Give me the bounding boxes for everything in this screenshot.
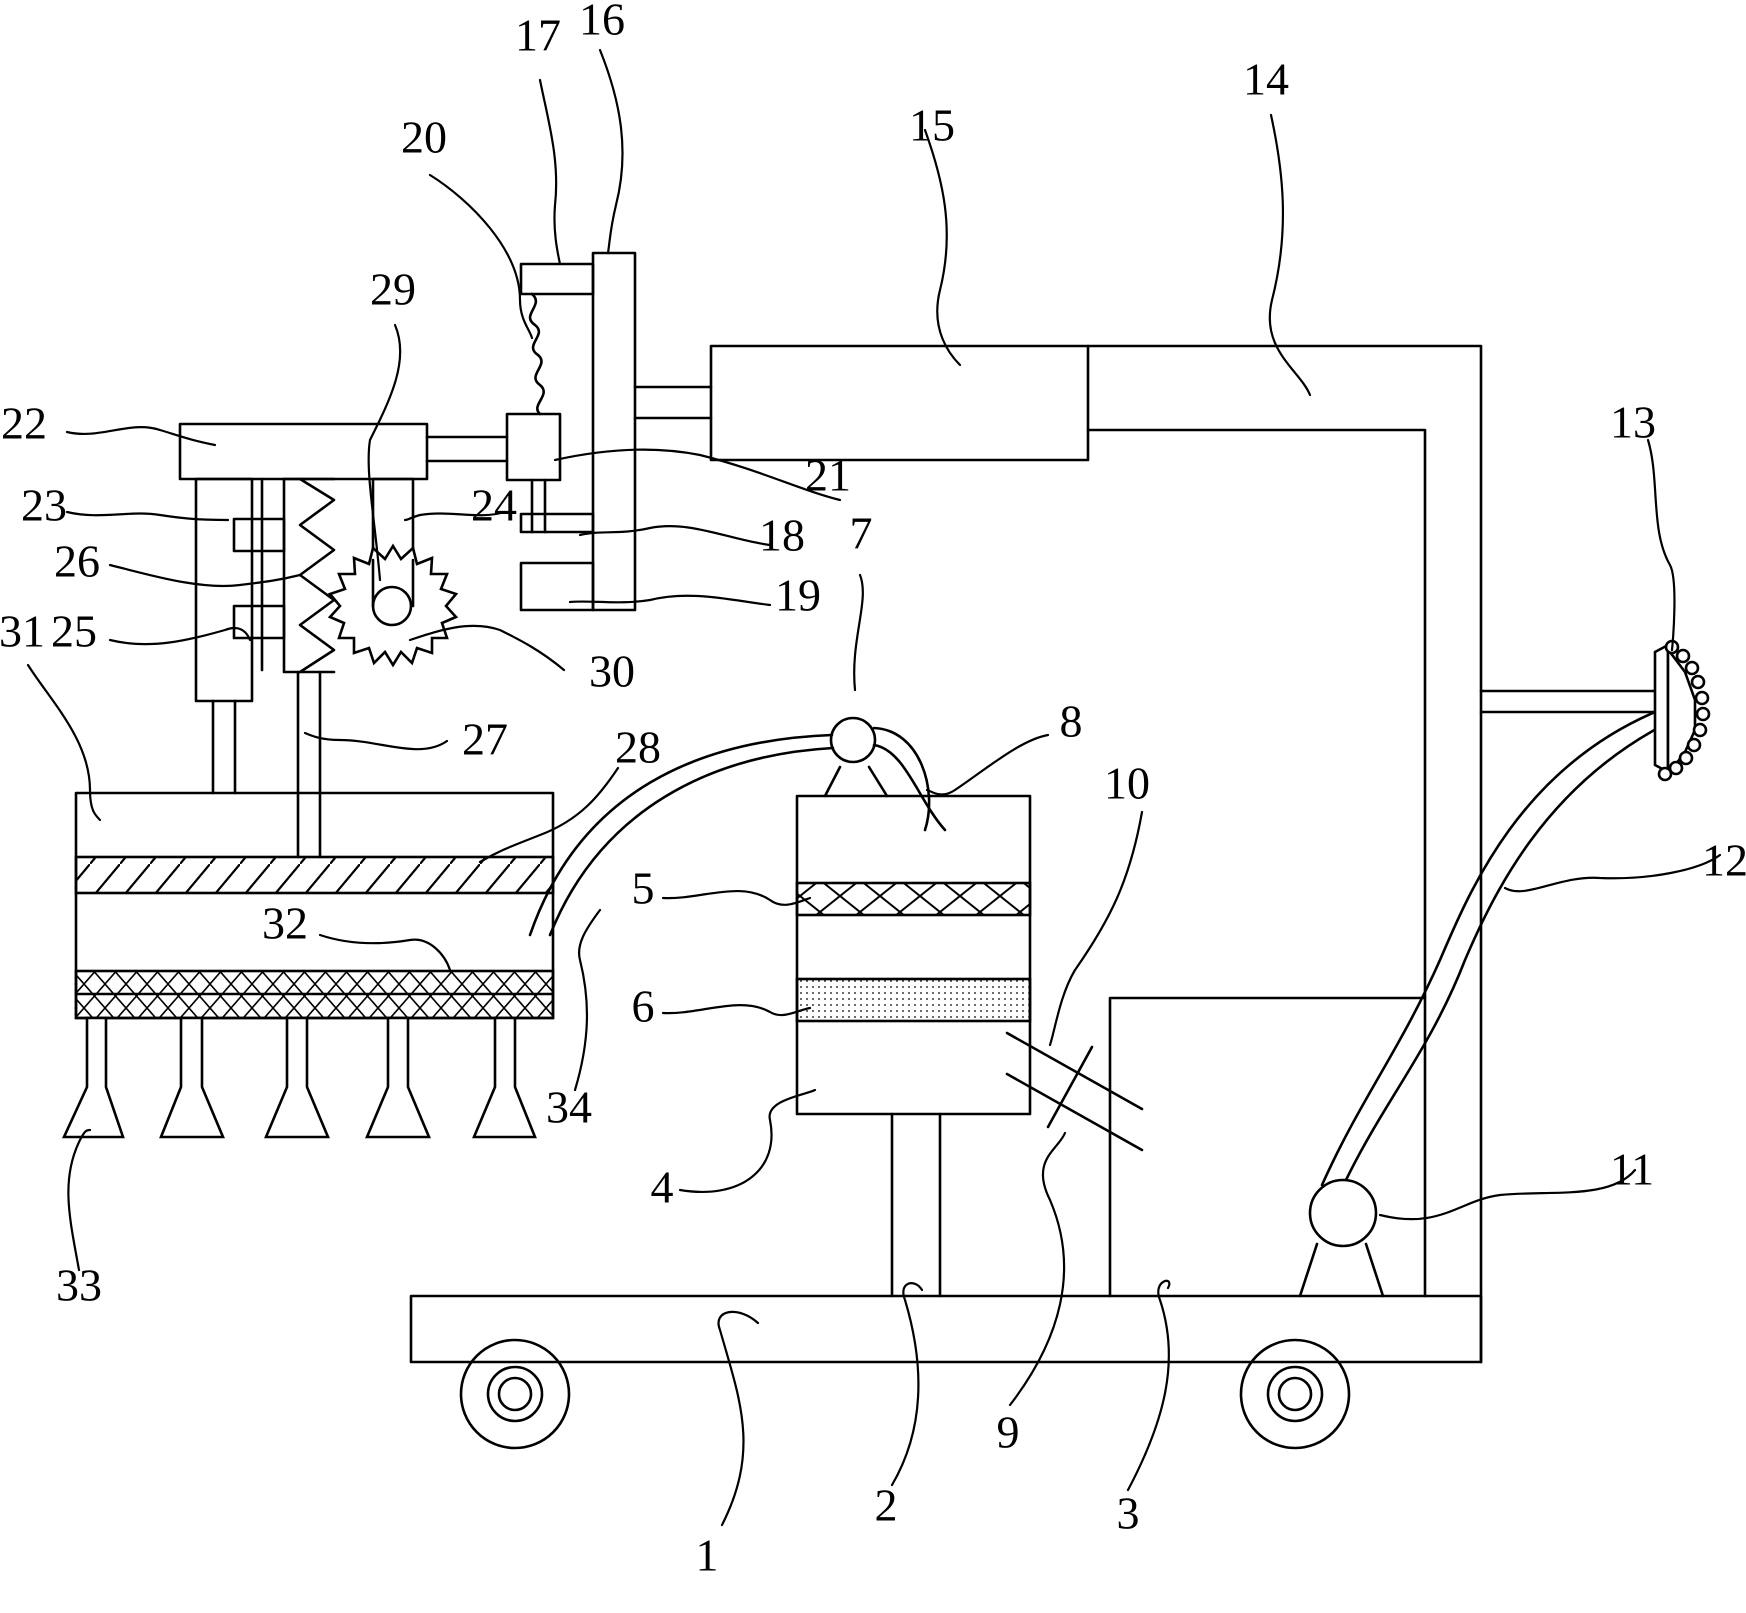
label-30: 30 — [589, 646, 635, 697]
label-32: 32 — [262, 898, 308, 949]
lower-spring-guide — [519, 478, 595, 534]
label-7: 7 — [850, 508, 873, 559]
label-9: 9 — [997, 1407, 1020, 1458]
nozzles — [61, 1016, 537, 1139]
water-pipe — [1320, 710, 1660, 1187]
label-23: 23 — [21, 480, 67, 531]
frame-outer — [1086, 344, 1483, 1364]
left-guide-rod — [194, 477, 254, 795]
top-bar — [178, 422, 509, 481]
label-20: 20 — [401, 112, 447, 163]
spring-upper — [528, 292, 545, 416]
label-8: 8 — [1060, 696, 1083, 747]
label-31: 31 — [0, 606, 45, 657]
cleaning-head — [74, 791, 555, 1020]
shower-head — [1479, 639, 1711, 782]
label-14: 14 — [1243, 54, 1289, 105]
label-3: 3 — [1117, 1488, 1140, 1539]
label-6: 6 — [632, 981, 655, 1032]
label-21: 21 — [805, 450, 851, 501]
guide-blocks — [232, 477, 286, 672]
label-2: 2 — [875, 1480, 898, 1531]
label-10: 10 — [1104, 758, 1150, 809]
label-15: 15 — [909, 100, 955, 151]
label-19: 19 — [775, 570, 821, 621]
label-11: 11 — [1610, 1144, 1654, 1195]
label-24: 24 — [471, 480, 517, 531]
outlet-pipe — [1005, 1031, 1144, 1152]
filter-box — [795, 794, 1032, 1116]
leader-lines — [26, 48, 1722, 1527]
support-column — [890, 1112, 942, 1298]
wheel-right — [1239, 1338, 1351, 1450]
label-16: 16 — [579, 0, 625, 45]
pump — [1298, 1178, 1385, 1298]
label-12: 12 — [1702, 835, 1746, 886]
label-33: 33 — [56, 1260, 102, 1311]
label-17: 17 — [515, 10, 561, 61]
label-25: 25 — [51, 606, 97, 657]
fan-outlet-pipe — [872, 726, 947, 832]
label-18: 18 — [759, 510, 805, 561]
label-34: 34 — [546, 1082, 592, 1133]
water-tank — [1108, 996, 1427, 1298]
slider-block — [505, 412, 562, 482]
label-29: 29 — [370, 264, 416, 315]
label-27: 27 — [462, 714, 508, 765]
label-1: 1 — [696, 1530, 719, 1581]
label-5: 5 — [632, 863, 655, 914]
lower-stop — [519, 561, 595, 612]
suction-fan — [823, 716, 889, 798]
gear-wheel — [327, 543, 459, 668]
label-13: 13 — [1610, 397, 1656, 448]
label-4: 4 — [651, 1162, 674, 1213]
rack — [282, 477, 336, 859]
horizontal-arm — [633, 344, 1090, 462]
label-22: 22 — [1, 398, 47, 449]
vertical-plate — [591, 251, 637, 612]
cart-base — [409, 1294, 1483, 1364]
upper-block — [519, 262, 595, 296]
label-26: 26 — [54, 536, 100, 587]
wheel-left — [459, 1338, 571, 1450]
label-28: 28 — [615, 722, 661, 773]
